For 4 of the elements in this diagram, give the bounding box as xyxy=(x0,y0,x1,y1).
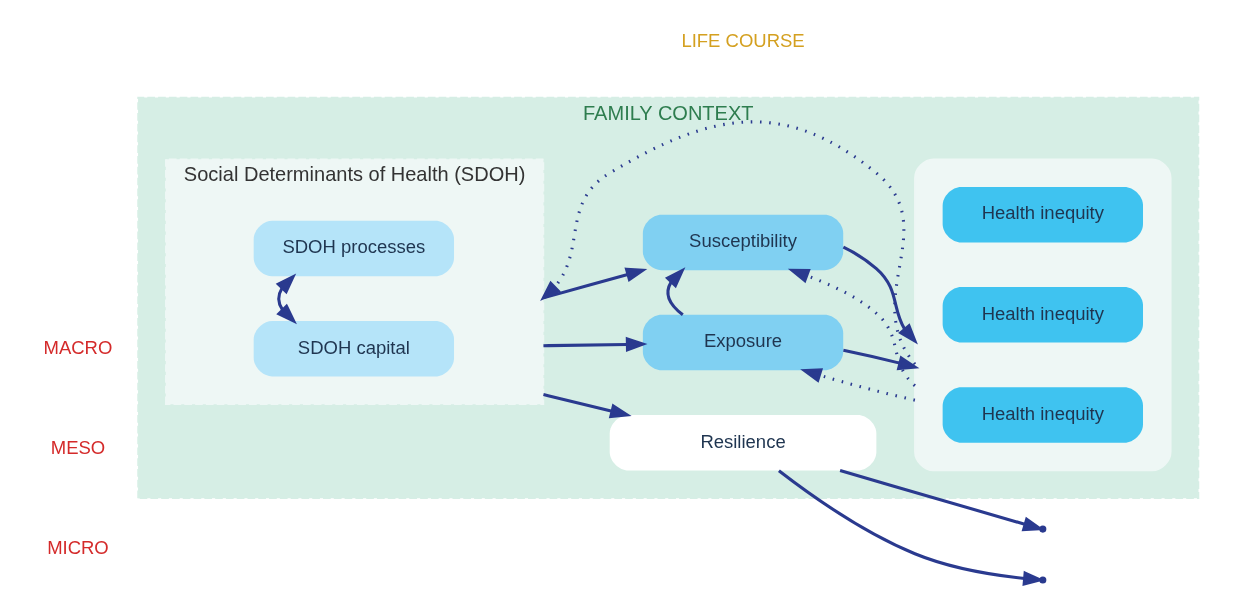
label: LIFE COURSE xyxy=(681,29,805,51)
label: MACRO xyxy=(43,336,113,358)
label: MICRO xyxy=(47,536,109,558)
label: MESO xyxy=(50,436,106,458)
